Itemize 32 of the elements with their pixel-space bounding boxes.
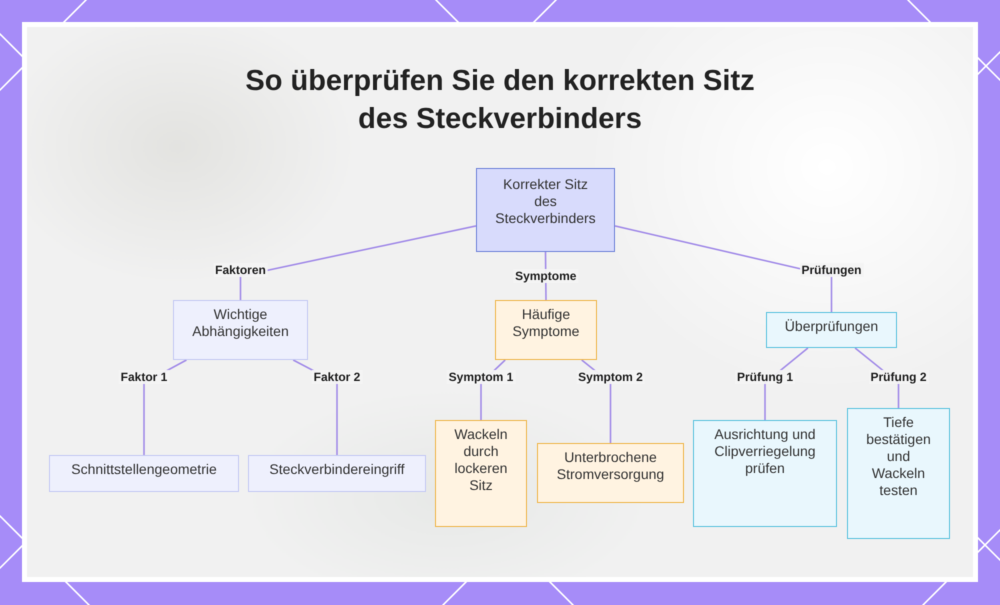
diagram-title: So überprüfen Sie den korrekten Sitz des Steckverbinders bbox=[244, 64, 756, 137]
category-box bbox=[248, 455, 426, 492]
edge-label: Prüfungen bbox=[800, 263, 864, 277]
connector-line bbox=[240, 225, 476, 300]
edge-label: Symptome bbox=[513, 269, 578, 283]
node-text: Korrekter Sitz des Steckverbinders bbox=[494, 176, 597, 227]
symptom-box bbox=[537, 443, 684, 503]
check-box bbox=[693, 420, 837, 527]
category-box bbox=[49, 455, 239, 492]
root-box bbox=[476, 168, 615, 252]
edge-label: Faktoren bbox=[213, 263, 268, 277]
edge-label: Prüfung 1 bbox=[735, 370, 795, 384]
node-text: Steckverbindereingriff bbox=[268, 461, 406, 478]
node-text: Wichtige Abhängigkeiten bbox=[191, 306, 290, 340]
node-text: Häufige Symptome bbox=[512, 306, 580, 340]
symptom-box bbox=[495, 300, 597, 360]
node-text: Wackeln durch lockeren Sitz bbox=[453, 426, 509, 494]
node-text: Ausrichtung und Clipverriegelung prüfen bbox=[713, 426, 817, 477]
node-text: Schnittstellengeometrie bbox=[70, 461, 218, 478]
connector-line bbox=[614, 225, 832, 312]
check-box bbox=[766, 312, 897, 348]
node-text: Tiefe bestätigen und Wackeln testen bbox=[865, 414, 932, 499]
node-text: Unterbrochene Stromversorgung bbox=[556, 449, 666, 483]
check-box bbox=[847, 408, 950, 539]
edge-label: Faktor 1 bbox=[118, 370, 170, 384]
symptom-box bbox=[435, 420, 527, 527]
edge-label: Symptom 2 bbox=[576, 370, 645, 384]
node-text: Überprüfungen bbox=[784, 318, 880, 335]
edge-label: Symptom 1 bbox=[446, 370, 516, 384]
edge-label: Faktor 2 bbox=[312, 370, 362, 384]
edge-label: Prüfung 2 bbox=[868, 370, 928, 384]
category-box bbox=[173, 300, 308, 360]
